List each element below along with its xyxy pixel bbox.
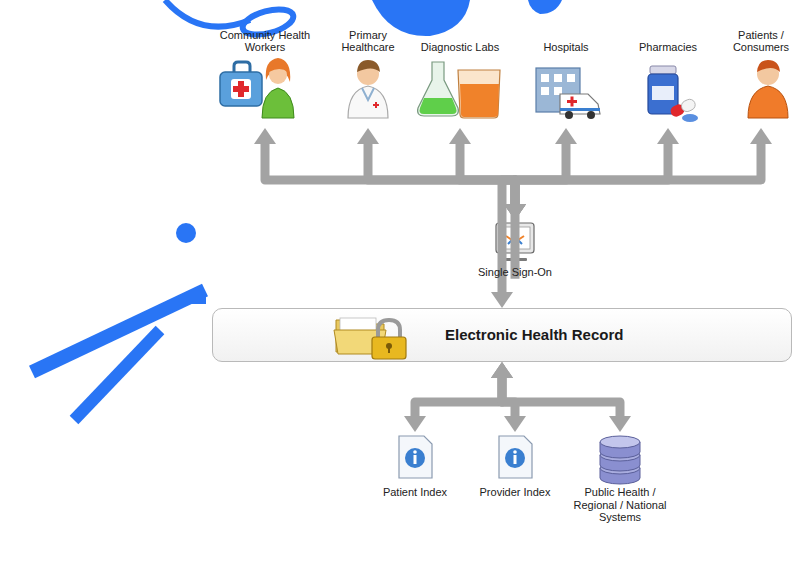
connector-arrow [515, 144, 761, 204]
system-node: Community Health Workers [219, 6, 311, 128]
node-label: Patient Index [383, 486, 447, 499]
lab-icon [418, 62, 500, 118]
sign-on-node: Single Sign-On [465, 220, 565, 279]
health-worker-icon [220, 58, 294, 118]
system-node: Public Health / Regional / National Syst… [564, 432, 676, 524]
document-icon [499, 436, 532, 478]
connector-arrow [460, 144, 515, 204]
node-label: Community Health Workers [219, 29, 311, 54]
record-box: Electronic Health Record [212, 308, 792, 362]
connector-arrow [265, 144, 515, 204]
watermark-blob [528, 0, 562, 14]
lock-folder-icon [334, 318, 406, 359]
node-label: Public Health / Regional / National Syst… [564, 486, 676, 524]
doctor-icon [348, 60, 388, 118]
node-label: Hospitals [543, 41, 588, 54]
database-icon [600, 436, 640, 484]
node-label: Patients / Consumers [722, 29, 800, 54]
system-node: Provider Index [475, 432, 555, 499]
connector-arrow [515, 144, 566, 204]
system-node: Pharmacies [626, 6, 710, 128]
watermark-stroke [190, 296, 206, 304]
connector-arrow [502, 378, 620, 416]
system-node: Diagnostic Labs [417, 6, 504, 128]
system-node: Hospitals [524, 6, 608, 128]
node-label: Diagnostic Labs [421, 41, 499, 54]
document-icon [399, 436, 432, 478]
connector-arrow [415, 378, 502, 416]
watermark-stroke [32, 290, 205, 372]
connector-arrow [368, 144, 515, 204]
watermark-stroke [165, 0, 250, 27]
node-label: Provider Index [480, 486, 551, 499]
watermark-dot [176, 223, 196, 243]
system-node: Patient Index [375, 432, 455, 499]
watermark-stroke [74, 330, 160, 420]
system-node: Patients / Consumers [722, 6, 800, 128]
connector-arrow [515, 144, 668, 204]
pharmacy-icon [648, 66, 698, 122]
node-label: Primary Healthcare [322, 29, 414, 54]
system-node: Primary Healthcare [322, 6, 414, 128]
node-label: Pharmacies [639, 41, 697, 54]
node-label: Single Sign-On [478, 266, 552, 279]
patient-icon [748, 60, 788, 118]
hospital-icon [536, 68, 600, 119]
node-label: Electronic Health Record [445, 326, 623, 343]
